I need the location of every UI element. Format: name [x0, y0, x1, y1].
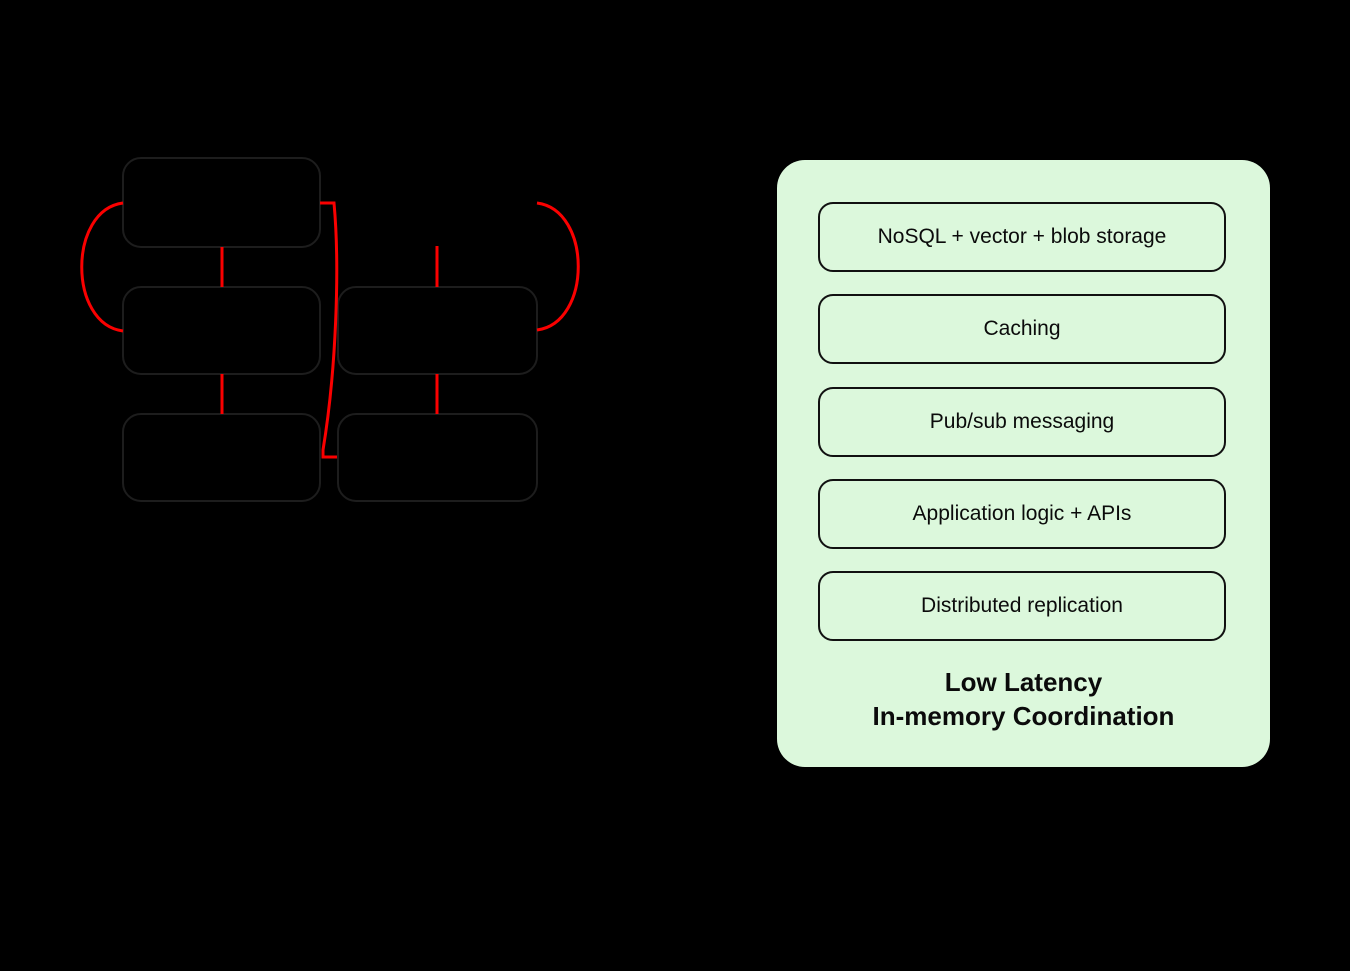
layer-replication: Distributed replication: [818, 571, 1226, 641]
node-bottom-left: [122, 413, 321, 502]
node-top-left: [122, 157, 321, 248]
layer-pubsub: Pub/sub messaging: [818, 387, 1226, 457]
node-bottom-right: [337, 413, 538, 502]
node-mid-left: [122, 286, 321, 375]
layer-storage-label: NoSQL + vector + blob storage: [877, 225, 1167, 248]
connector-topleft-to-bottomright: [320, 201, 339, 459]
connector-right-arc: [536, 201, 580, 332]
panel-title: Low Latency In-memory Coordination: [777, 665, 1270, 733]
layer-app-logic: Application logic + APIs: [818, 479, 1226, 549]
node-mid-right: [337, 286, 538, 375]
layer-app-logic-label: Application logic + APIs: [912, 502, 1132, 525]
panel-title-line2: In-memory Coordination: [872, 701, 1175, 731]
layer-caching-label: Caching: [983, 317, 1061, 340]
layer-replication-label: Distributed replication: [921, 594, 1123, 617]
layer-storage: NoSQL + vector + blob storage: [818, 202, 1226, 272]
memory-coordination-panel: NoSQL + vector + blob storage Caching Pu…: [777, 160, 1270, 767]
layer-pubsub-label: Pub/sub messaging: [929, 410, 1115, 433]
connector-left-arc: [80, 201, 124, 333]
layer-caching: Caching: [818, 294, 1226, 364]
panel-title-line1: Low Latency: [944, 667, 1103, 697]
